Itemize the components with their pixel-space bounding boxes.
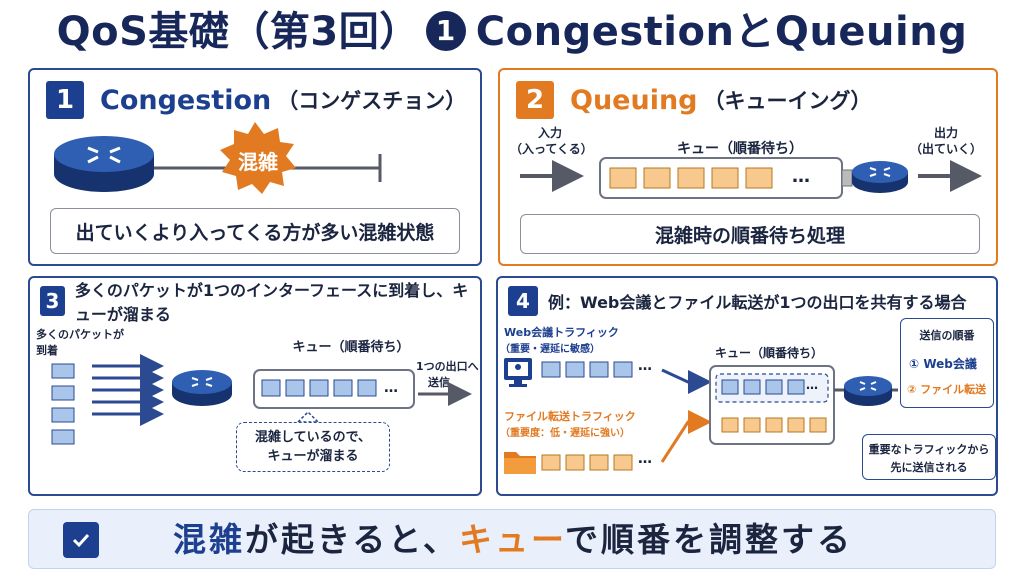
router-icon (852, 161, 908, 193)
queue-ellipsis: … (806, 378, 818, 392)
router-icon (172, 370, 232, 406)
congestion-burst-icon (220, 122, 296, 194)
folder-icon (504, 452, 536, 474)
panel-title: 例：Web会議とファイル転送が1つの出口を共有する場合 (548, 293, 967, 312)
panel-title: 多くのパケットが1つのインターフェースに到着し、キューが溜まる (74, 281, 469, 324)
queue-web-packets (721, 379, 805, 395)
envelope-icons (51, 363, 75, 445)
send-order-title: 送信の順番 (919, 329, 975, 342)
file-ellipsis: … (638, 451, 652, 467)
summary-banner: 混雑が起きると、キューで順番を調整する (28, 509, 996, 569)
panel-arrival-example: 3 多くのパケットが1つのインターフェースに到着し、キューが溜まる 多くのパケッ… (28, 276, 482, 496)
priority-note-box: 重要なトラフィックから 先に送信される (862, 434, 996, 480)
summary-queue: キュー (459, 520, 566, 559)
input-label: 入力 (537, 126, 562, 140)
arrival-label-line2: 到着 (36, 344, 58, 357)
congestion-burst-label: 混雑 (238, 150, 278, 174)
checkmark-icon (63, 522, 99, 558)
panel-congestion: 1 Congestion （コンゲスチョン） 混雑 出ていくより入ってくる方が多… (28, 68, 482, 266)
web-traffic-sublabel: （重要・遅延に敏感） (500, 344, 600, 355)
title-rest: CongestionとQueuing (475, 9, 968, 55)
queue-file-packets (721, 417, 827, 433)
file-traffic-sublabel: （重要度：低・遅延に強い） (500, 428, 630, 439)
queue-label: キュー（順番待ち） (714, 346, 823, 360)
title-number-badge: 1 (425, 11, 466, 51)
panel-congestion-header: 1 Congestion （コンゲスチョン） (46, 80, 466, 120)
panel-number-badge: 4 (508, 286, 538, 316)
summary-congestion: 混雑 (172, 520, 245, 559)
queue-ellipsis: … (792, 166, 810, 187)
file-traffic-label: ファイル転送トラフィック (504, 410, 636, 423)
panel-priority-header: 4 例：Web会議とファイル転送が1つの出口を共有する場合 (508, 284, 967, 318)
summary-part4: で順番を調整する (565, 520, 854, 559)
web-packets (541, 361, 633, 378)
panel-number-badge: 2 (516, 81, 554, 119)
queue-packets (609, 167, 773, 189)
panel-number-badge: 3 (40, 286, 65, 316)
congestion-illustration (54, 122, 382, 194)
panel-subtitle: （キューイング） (703, 89, 872, 113)
queue-ellipsis: … (384, 380, 398, 396)
input-sublabel: （入ってくる） (510, 142, 593, 156)
arrival-illustration (51, 354, 472, 445)
output-label: 出力 (933, 126, 958, 140)
callout-line1: 混雑しているので、 (254, 430, 372, 445)
title-main: QoS基礎（第3回） (56, 9, 420, 55)
panel-number-badge: 1 (46, 81, 84, 119)
router-icon (54, 136, 154, 192)
exit-label-line2: 送信 (428, 376, 450, 389)
panel-queuing-description: 混雑時の順番待ち処理 (520, 214, 980, 254)
note-line1: 重要なトラフィックから (868, 443, 990, 456)
send-order-item-1: ① Web会議 (909, 357, 977, 371)
exit-label-line1: 1つの出口へ (416, 360, 479, 373)
web-ellipsis: … (638, 358, 652, 374)
panel-subtitle: （コンゲスチョン） (277, 89, 467, 113)
panel-queuing-header: 2 Queuing （キューイング） (516, 80, 872, 120)
send-order-item-2: ② ファイル転送 (907, 383, 987, 396)
panel-priority-example: 4 例：Web会議とファイル転送が1つの出口を共有する場合 Web会議トラフィッ… (496, 276, 998, 496)
panel-queuing: 2 Queuing （キューイング） 入力 （入ってくる） キュー（順番待ち） … (498, 68, 998, 266)
panel-congestion-description: 出ていくより入ってくる方が多い混雑状態 (50, 208, 460, 254)
web-traffic-label: Web会議トラフィック (504, 326, 619, 339)
monitor-icon (504, 358, 532, 387)
file-packets (541, 454, 633, 471)
summary-text: 混雑が起きると、キューで順番を調整する (29, 510, 997, 570)
queue-label: キュー（順番待ち） (677, 141, 803, 157)
note-line2: 先に送信される (890, 461, 968, 474)
queue-label: キュー（順番待ち） (292, 340, 410, 355)
panel-title: Queuing (570, 84, 698, 116)
queuing-illustration (520, 157, 982, 199)
arrival-label-line1: 多くのパケットが (36, 328, 124, 341)
router-icon (844, 376, 892, 406)
panel-arrival-header: 3 多くのパケットが1つのインターフェースに到着し、キューが溜まる (40, 281, 480, 324)
callout-line2: キューが溜まる (267, 449, 359, 464)
output-sublabel: （出ていく） (909, 142, 982, 156)
priority-illustration (504, 358, 898, 474)
send-order-box: 送信の順番 ① Web会議 ② ファイル転送 (900, 318, 994, 408)
congestion-callout: 混雑しているので、 キューが溜まる (236, 422, 390, 472)
queue-packets (261, 379, 377, 397)
summary-part2: が起きると、 (244, 520, 459, 559)
panel-title: Congestion (100, 84, 272, 116)
